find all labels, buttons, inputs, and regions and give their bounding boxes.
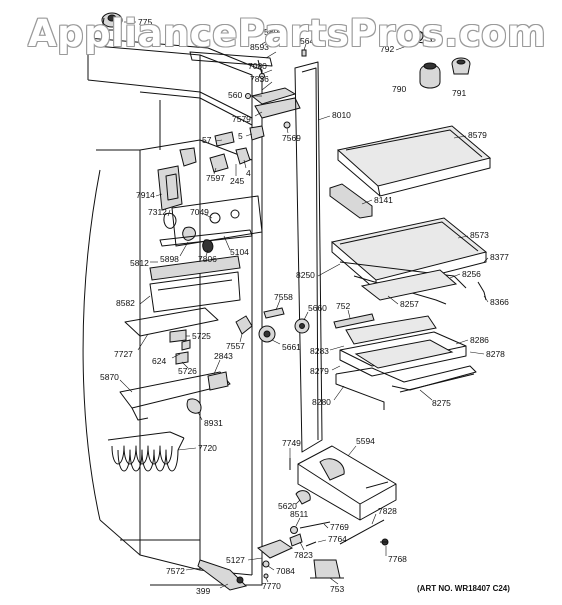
light-shield — [124, 255, 241, 365]
lower-duct — [119, 371, 231, 421]
callout-label: 5 — [238, 131, 243, 141]
callout-label: 752 — [336, 301, 350, 311]
control-housing — [157, 165, 263, 253]
callout-label: 790 — [392, 84, 406, 94]
callout-label: 7836 — [250, 74, 269, 84]
lower-hardware — [289, 458, 389, 547]
callout-label: 2843 — [214, 351, 233, 361]
callout-label: 7806 — [198, 254, 217, 264]
callout-label: 8579 — [468, 130, 487, 140]
callout-label: 8010 — [332, 110, 351, 120]
callout-label: 791 — [452, 88, 466, 98]
callout-label: 5725 — [192, 331, 211, 341]
callout-label: 8141 — [374, 195, 393, 205]
callout-label: 8511 — [290, 509, 309, 519]
lower-shelf-assembly — [333, 313, 477, 410]
callout-label: 792 — [380, 44, 394, 54]
callout-label: 7768 — [388, 554, 407, 564]
callout-label: 7828 — [378, 506, 397, 516]
callout-label: 4 — [246, 168, 251, 178]
callout-label: 8279 — [310, 366, 329, 376]
watermark: AppliancePartsPros.com — [28, 12, 547, 55]
callout-label: 624 — [152, 356, 166, 366]
middle-glass-shelf — [330, 217, 488, 305]
callout-label: 8286 — [470, 335, 489, 345]
callout-label: 7727 — [114, 349, 133, 359]
callout-label: 7558 — [274, 292, 293, 302]
callout-label: 5726 — [178, 366, 197, 376]
callout-label: 5594 — [356, 436, 375, 446]
shelf-support — [329, 183, 373, 219]
callout-label: 8257 — [400, 299, 419, 309]
callout-label: 8377 — [490, 252, 509, 262]
callout-label: 7572 — [166, 566, 185, 576]
callout-label: 8275 — [432, 398, 451, 408]
callout-label: 8582 — [116, 298, 135, 308]
callout-label: 5660 — [308, 303, 327, 313]
callout-label: 5870 — [100, 372, 119, 382]
callout-label: 5620 — [278, 501, 297, 511]
callout-label: 7764 — [328, 534, 347, 544]
callout-label: 245 — [230, 176, 244, 186]
light-switch-parts — [179, 125, 265, 173]
damper-parts — [399, 27, 471, 89]
callout-label: 8931 — [204, 418, 223, 428]
callout-label: 8250 — [296, 270, 315, 280]
callout-label: 8280 — [312, 397, 331, 407]
callout-label: 7049 — [190, 207, 209, 217]
callout-label: 580 — [264, 27, 278, 37]
callout-label: 8278 — [486, 349, 505, 359]
top-hinge — [101, 12, 123, 31]
callout-labels: 775 580 8593 7080 7836 564 792 790 791 5… — [100, 17, 509, 596]
callout-label: 7823 — [294, 550, 313, 560]
callout-label: 7557 — [226, 341, 245, 351]
callout-label: 5898 — [160, 254, 179, 264]
callout-label: 5661 — [282, 342, 301, 352]
callout-label: 5127 — [226, 555, 245, 565]
callout-label: 7312 — [148, 207, 167, 217]
leader-lines — [119, 21, 489, 589]
callout-label: 775 — [138, 17, 152, 27]
callout-label: 7579 — [232, 114, 251, 124]
bottom-hinge — [197, 539, 344, 591]
callout-label: 560 — [228, 90, 242, 100]
roller-parts — [235, 307, 310, 343]
callout-label: 8256 — [462, 269, 481, 279]
top-glass-shelf — [336, 125, 492, 197]
callout-label: 8573 — [470, 230, 489, 240]
callout-label: 8366 — [490, 297, 509, 307]
callout-label: 7720 — [198, 443, 217, 453]
callout-label: 8283 — [310, 346, 329, 356]
callout-label: 7597 — [206, 173, 225, 183]
callout-label: 7080 — [248, 61, 267, 71]
heater-coil — [107, 431, 185, 472]
callout-label: 564 — [300, 36, 314, 46]
callout-label: 5104 — [230, 247, 249, 257]
callout-label: 7084 — [276, 566, 295, 576]
art-number: (ART NO. WR18407 C24) — [417, 584, 510, 593]
callout-label: 7914 — [136, 190, 155, 200]
crisper-drawer — [297, 445, 397, 521]
callout-label: 5812 — [130, 258, 149, 268]
callout-label: 753 — [330, 584, 344, 594]
callout-label: 57 — [202, 135, 212, 145]
callout-label: 7749 — [282, 438, 301, 448]
callout-label: 7569 — [282, 133, 301, 143]
vertical-trim-strip — [294, 61, 323, 453]
callout-label: 399 — [196, 586, 210, 596]
callout-label: 7770 — [262, 581, 281, 591]
top-trim-parts — [189, 49, 307, 129]
callout-label: 8593 — [250, 42, 269, 52]
callout-label: 7769 — [330, 522, 349, 532]
